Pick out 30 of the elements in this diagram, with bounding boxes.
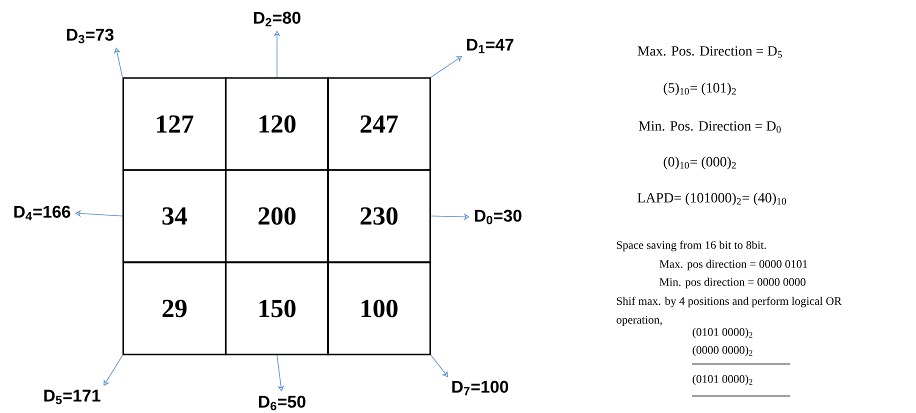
note-text: (0101 0000)$_{2}$	[692, 328, 752, 338]
direction-label: D$_{1}$=47	[467, 38, 514, 54]
direction-label: D$_{6}$=50	[259, 396, 306, 410]
direction-label: D$_{7}$=100	[452, 380, 508, 396]
direction-label: D$_{0}$=30	[475, 210, 522, 224]
grid-cell: 200	[224, 169, 330, 263]
note-text: Min. pos direction = 0000 0000	[660, 278, 806, 288]
note-text: (0101 0000)$_{2}$	[692, 374, 752, 386]
note-text: Space saving from 16 bit to 8bit.	[616, 240, 766, 252]
note-text: (5)$_{10}$= (101)$_{2}$	[664, 82, 736, 96]
note-text: (0000 0000)$_{2}$	[692, 346, 752, 356]
grid-cell: 150	[224, 262, 330, 356]
grid-cell: 34	[122, 169, 227, 263]
grid-cell: 247	[326, 77, 432, 171]
note-text: Max. Pos. Direction = D$_{5}$	[638, 46, 782, 58]
grid-cell: 127	[122, 77, 227, 171]
note-text: operation,	[616, 316, 662, 326]
note-text: (0)$_{10}$= (000)$_{2}$	[664, 156, 736, 170]
direction-label: D$_{5}$=171	[44, 390, 100, 404]
direction-label: D$_{4}$=166	[14, 206, 70, 220]
note-text: Shif max. by 4 positions and perform logical OR	[616, 296, 842, 308]
note-text: Max. pos direction = 0000 0101	[660, 260, 808, 270]
grid-cell: 120	[224, 77, 330, 171]
grid-cell: 230	[326, 169, 432, 263]
note-text: LAPD= (101000)$_{2}$= (40)$_{10}$	[638, 192, 786, 206]
direction-label: D$_{2}$=80	[254, 12, 300, 26]
direction-label: D$_{3}$=73	[67, 28, 114, 44]
grid-cell: 29	[122, 262, 227, 356]
note-text: Min. Pos. Direction = D$_{0}$	[638, 121, 781, 133]
grid-cell: 100	[326, 262, 432, 356]
